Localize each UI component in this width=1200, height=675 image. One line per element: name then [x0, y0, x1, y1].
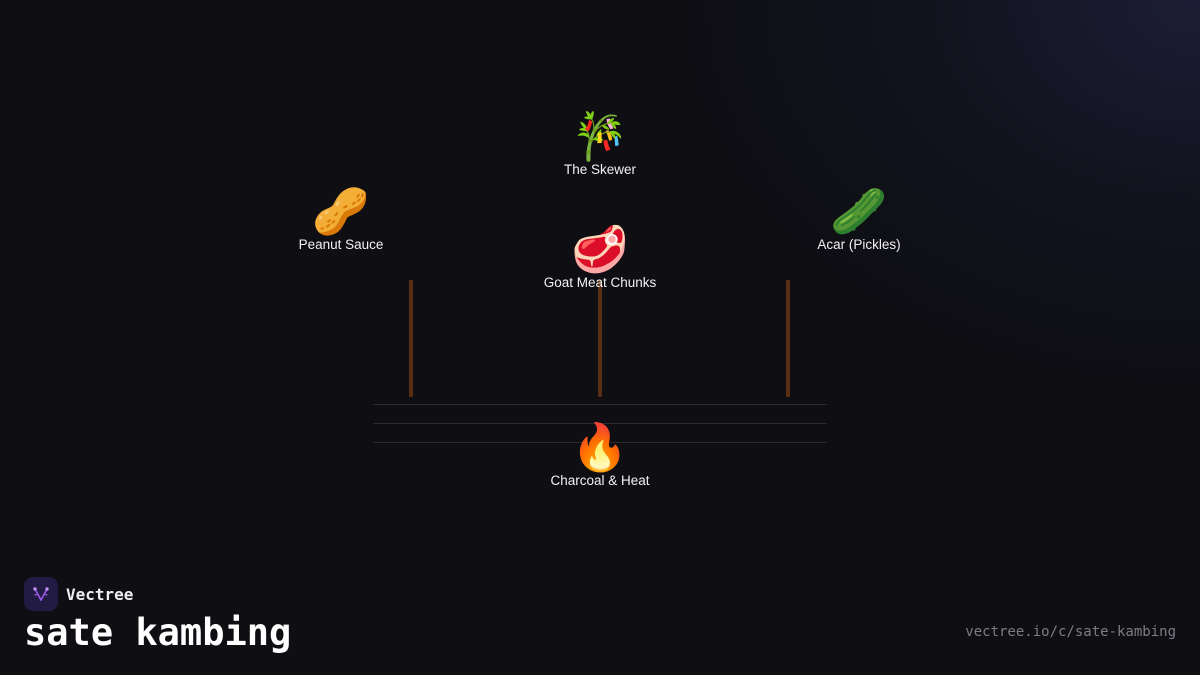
node-label: Peanut Sauce: [298, 237, 384, 252]
fire-icon: 🔥: [571, 421, 629, 473]
grill-line: [373, 423, 827, 424]
skewer-stick-left: [409, 280, 413, 397]
cucumber-icon: 🥒: [830, 185, 888, 237]
skewer-stick-right: [786, 280, 790, 397]
node-goat-meat[interactable]: 🥩 Goat Meat Chunks: [544, 223, 657, 290]
vectree-logo-icon: [24, 577, 58, 611]
grill-line: [373, 404, 827, 405]
meat-icon: 🥩: [571, 223, 629, 275]
node-label: The Skewer: [563, 162, 637, 177]
page-title: sate kambing: [24, 611, 292, 654]
node-label: Goat Meat Chunks: [543, 275, 657, 290]
node-peanut-sauce[interactable]: 🥜 Peanut Sauce: [299, 185, 384, 252]
grill-line: [373, 442, 827, 443]
node-charcoal[interactable]: 🔥 Charcoal & Heat: [550, 421, 649, 488]
node-acar[interactable]: 🥒 Acar (Pickles): [817, 185, 900, 252]
peanut-icon: 🥜: [312, 185, 370, 237]
skewer-stick-center: [598, 280, 602, 397]
node-skewer[interactable]: 🎋 The Skewer: [564, 110, 636, 177]
skewer-icon: 🎋: [571, 110, 629, 162]
node-label: Acar (Pickles): [817, 237, 901, 252]
page-url[interactable]: vectree.io/c/sate-kambing: [965, 624, 1176, 640]
brand-name: Vectree: [66, 584, 134, 604]
node-label: Charcoal & Heat: [550, 473, 650, 488]
brand[interactable]: Vectree: [24, 577, 133, 611]
